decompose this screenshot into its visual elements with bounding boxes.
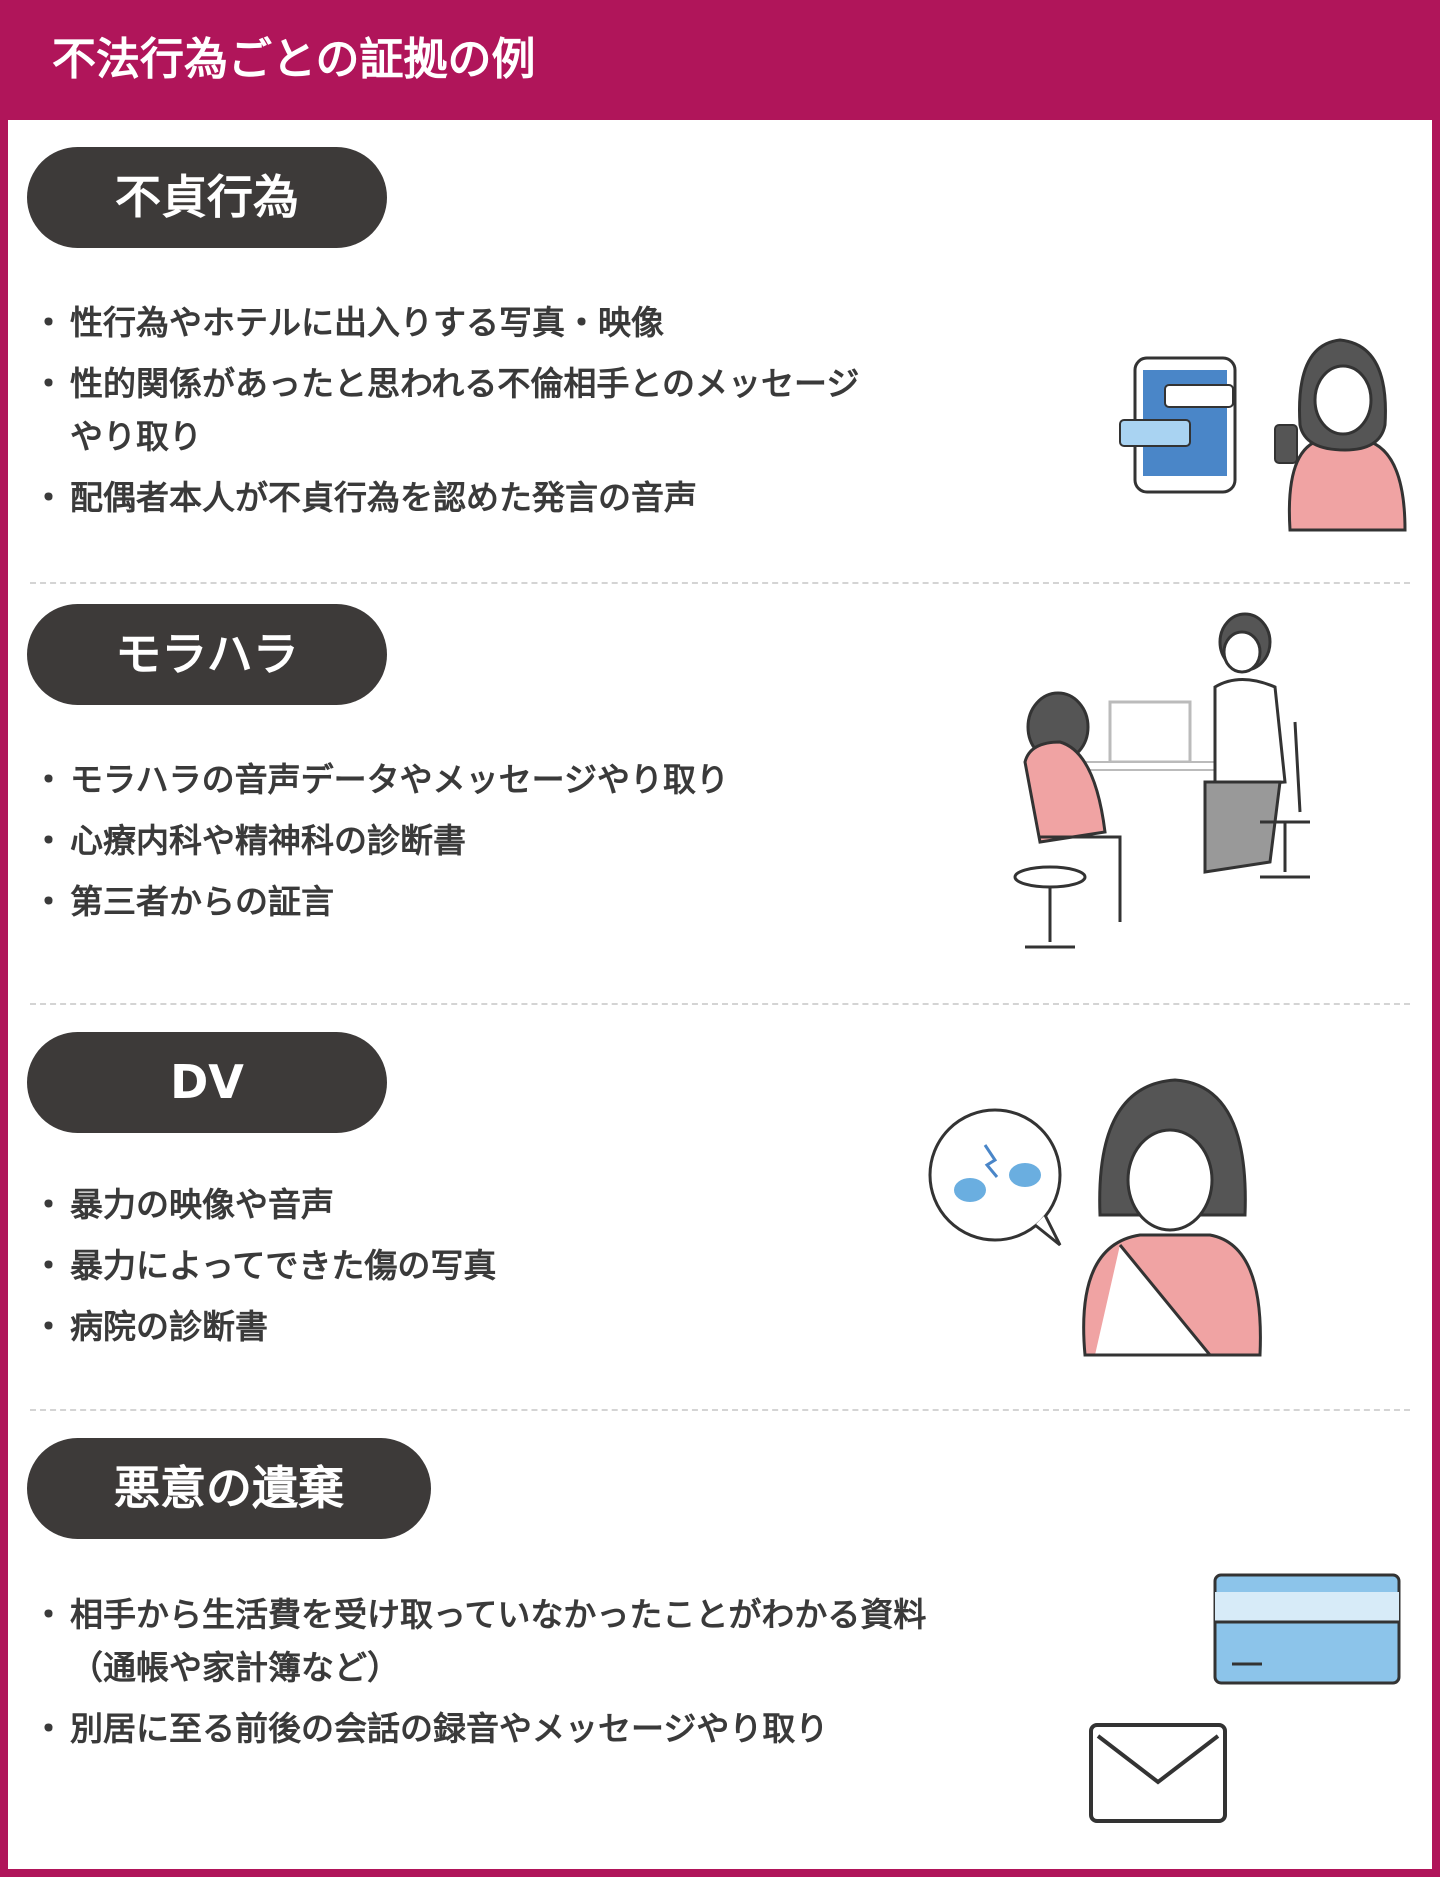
section-divider xyxy=(30,1409,1410,1411)
list-item: 心療内科や精神科の診断書 xyxy=(32,814,729,867)
section-divider xyxy=(30,582,1410,584)
injured-woman-illustration xyxy=(928,1078,1262,1357)
section-label-dv: DV xyxy=(27,1032,387,1133)
section-label-malicious-abandonment: 悪意の遺棄 xyxy=(27,1438,431,1539)
evidence-list-dv: 暴力の映像や音声暴力によってできた傷の写真病院の診断書 xyxy=(32,1178,496,1361)
bankbook-icon xyxy=(1213,1573,1401,1685)
section-divider xyxy=(30,1003,1410,1005)
list-item: 別居に至る前後の会話の録音やメッセージやり取り xyxy=(32,1702,926,1755)
evidence-list-infidelity: 性行為やホテルに出入りする写真・映像性的関係があったと思われる不倫相手とのメッセ… xyxy=(32,296,859,532)
list-item: 相手から生活費を受け取っていなかったことがわかる資料 （通帳や家計簿など） xyxy=(32,1588,926,1694)
list-item: 配偶者本人が不貞行為を認めた発言の音声 xyxy=(32,471,859,524)
list-item: 病院の診断書 xyxy=(32,1300,496,1353)
evidence-list-moral-harassment: モラハラの音声データやメッセージやり取り心療内科や精神科の診断書第三者からの証言 xyxy=(32,753,729,936)
list-item: 性的関係があったと思われる不倫相手とのメッセージ やり取り xyxy=(32,357,859,463)
envelope-icon xyxy=(1089,1723,1227,1823)
list-item: 暴力の映像や音声 xyxy=(32,1178,496,1231)
doctor-consultation-illustration xyxy=(1013,612,1310,949)
section-label-moral-harassment: モラハラ xyxy=(27,604,387,705)
list-item: 性行為やホテルに出入りする写真・映像 xyxy=(32,296,859,349)
evidence-list-malicious-abandonment: 相手から生活費を受け取っていなかったことがわかる資料 （通帳や家計簿など） 別居に… xyxy=(32,1588,926,1763)
list-item: 第三者からの証言 xyxy=(32,875,729,928)
list-item: 暴力によってできた傷の写真 xyxy=(32,1239,496,1292)
section-label-infidelity: 不貞行為 xyxy=(27,147,387,248)
page-title: 不法行為ごとの証拠の例 xyxy=(0,0,1440,120)
phone-woman-illustration xyxy=(1119,338,1407,532)
list-item: モラハラの音声データやメッセージやり取り xyxy=(32,753,729,806)
